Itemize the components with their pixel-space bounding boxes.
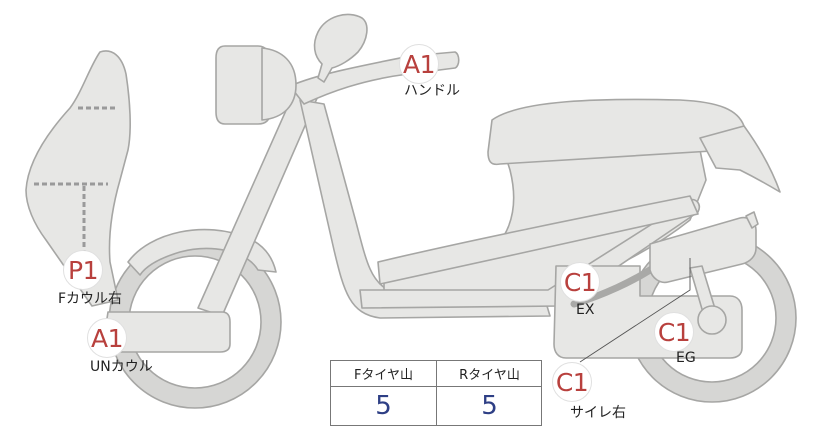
- engine-grade-marker: C1: [654, 312, 694, 352]
- front-tire-header: Fタイヤ山: [331, 361, 436, 387]
- seat-side: [699, 125, 781, 193]
- front-cowl-right-grade-marker: P1: [63, 250, 103, 290]
- silencer-tip: [745, 211, 759, 229]
- rear-tire-header: Rタイヤ山: [437, 361, 542, 387]
- silencer-right-grade-marker: C1: [552, 362, 592, 402]
- handle-grade-marker: A1: [399, 44, 439, 84]
- exhaust-label: EX: [576, 302, 595, 318]
- mirror: [313, 13, 368, 83]
- handle-label: ハンドル: [404, 83, 460, 99]
- front-tire-value: 5: [375, 391, 392, 421]
- rear-axle: [697, 305, 727, 335]
- headlight-rim: [261, 47, 297, 121]
- rear-frame: [377, 195, 699, 285]
- silencer-leader: [579, 258, 691, 363]
- rear-tire-value: 5: [481, 391, 498, 421]
- engine-label: EG: [676, 350, 696, 366]
- under-cowl-label: UNカウル: [90, 359, 153, 375]
- under-cowl-grade-marker: A1: [87, 318, 127, 358]
- silencer-right-label: サイレ右: [570, 405, 626, 421]
- front-cowl-right-label: Fカウル右: [58, 291, 123, 307]
- exhaust-grade-marker: C1: [560, 262, 600, 302]
- engine-block: [553, 265, 743, 359]
- tire-tread-table: Fタイヤ山 Rタイヤ山 5 5: [330, 360, 542, 426]
- table-divider: [436, 361, 437, 425]
- seat: [487, 98, 746, 166]
- cowl-trim-lines: [34, 106, 116, 256]
